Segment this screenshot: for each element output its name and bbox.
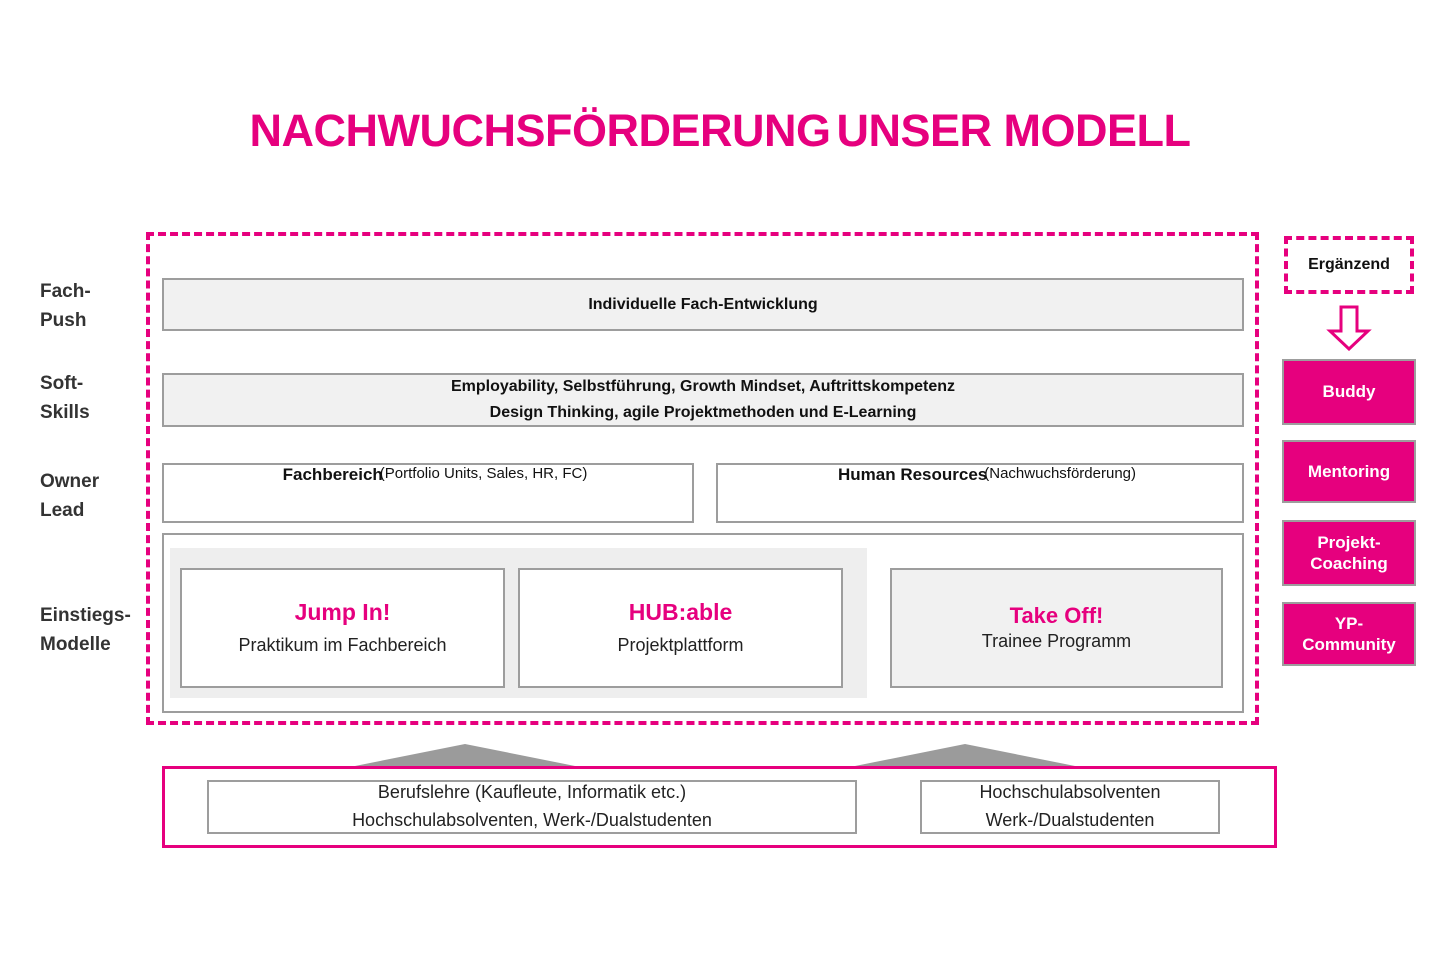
model-card-take-off-title: Take Off! <box>1009 603 1104 628</box>
target-group-left-line1: Berufslehre (Kaufleute, Informatik etc.) <box>377 782 687 803</box>
connector-triangle-left-icon <box>355 744 575 766</box>
row-label-einstiegs-modelle-line1: Einstiegs- <box>40 605 131 626</box>
connector-triangle-right-icon <box>855 744 1075 766</box>
row-label-soft-skills-line1: Soft- <box>40 373 84 394</box>
model-card-jump-in-subtitle: Praktikum im Fachbereich <box>238 635 447 655</box>
supplement-item-projekt-coaching-line1: Projekt- <box>1317 532 1381 552</box>
supplement-item-mentoring[interactable]: Mentoring <box>1282 440 1416 503</box>
row-label-owner-lead-line2: Lead <box>40 500 85 522</box>
model-card-jump-in[interactable]: Jump In! Praktikum im Fachbereich <box>180 568 505 688</box>
row-label-einstiegs-modelle-line2: Modelle <box>40 634 111 656</box>
model-card-take-off-subtitle: Trainee Programm <box>981 631 1132 652</box>
supplement-item-yp-community[interactable]: YP- Community <box>1282 602 1416 666</box>
erganzend-label: Ergänzend <box>1308 256 1390 273</box>
owner-lead-fachbereich-title: Fachbereich <box>282 465 383 484</box>
supplement-item-buddy-line1: Buddy <box>1322 382 1376 402</box>
model-card-take-off[interactable]: Take Off! Trainee Programm <box>890 568 1223 688</box>
soft-skills-box: Employability, Selbstführung, Growth Min… <box>162 373 1244 427</box>
model-card-jump-in-title: Jump In! <box>294 599 391 626</box>
fach-push-box: Individuelle Fach-Entwicklung <box>162 278 1244 331</box>
target-group-box-left: Berufslehre (Kaufleute, Informatik etc.)… <box>207 780 857 834</box>
page-title-part1: NACHWUCHSFÖRDERUNG <box>249 105 831 156</box>
soft-skills-line1: Employability, Selbstführung, Growth Min… <box>450 377 955 395</box>
main-model-frame <box>146 232 1259 725</box>
model-card-hub-able-title: HUB:able <box>628 599 733 626</box>
soft-skills-line2: Design Thinking, agile Projektmethoden u… <box>489 404 917 421</box>
owner-lead-human-resources-box: Human Resources (Nachwuchsförderung) <box>716 463 1244 523</box>
supplement-item-yp-community-line2: Community <box>1302 635 1396 654</box>
target-group-left-line2: Hochschulabsolventen, Werk-/Dualstudente… <box>352 810 712 830</box>
supplement-item-yp-community-line1: YP- <box>1334 613 1364 633</box>
row-label-soft-skills-line2: Skills <box>40 402 90 424</box>
row-label-einstiegs-modelle: Einstiegs- Modelle <box>40 601 155 660</box>
row-label-fach-push-line2: Push <box>40 310 87 332</box>
row-label-fach-push-line1: Fach- <box>40 281 91 302</box>
target-group-right-line2: Werk-/Dualstudenten <box>985 810 1155 830</box>
row-label-owner-lead: Owner Lead <box>40 467 155 526</box>
supplement-item-mentoring-line1: Mentoring <box>1307 461 1391 481</box>
arrow-down-icon <box>1326 305 1372 351</box>
owner-lead-human-resources-detail: (Nachwuchsförderung) <box>984 465 1137 482</box>
fach-push-text: Individuelle Fach-Entwicklung <box>588 295 818 313</box>
target-group-right-line1: Hochschulabsolventen <box>979 782 1161 803</box>
supplement-item-buddy[interactable]: Buddy <box>1282 359 1416 425</box>
model-card-hub-able[interactable]: HUB:able Projektplattform <box>518 568 843 688</box>
erganzend-header-box: Ergänzend <box>1284 236 1414 294</box>
supplement-item-projekt-coaching[interactable]: Projekt- Coaching <box>1282 520 1416 586</box>
row-label-soft-skills: Soft- Skills <box>40 369 155 428</box>
supplement-item-projekt-coaching-line2: Coaching <box>1310 554 1388 573</box>
target-group-box-right: Hochschulabsolventen Werk-/Dualstudenten <box>920 780 1220 834</box>
page-title-part2: UNSER MODELL <box>836 105 1191 156</box>
row-label-fach-push: Fach- Push <box>40 277 155 336</box>
row-label-owner-lead-line1: Owner <box>40 471 100 492</box>
owner-lead-human-resources-title: Human Resources <box>837 465 988 484</box>
owner-lead-fachbereich-box: Fachbereich (Portfolio Units, Sales, HR,… <box>162 463 694 523</box>
owner-lead-fachbereich-detail: (Portfolio Units, Sales, HR, FC) <box>379 465 588 482</box>
model-card-hub-able-subtitle: Projektplattform <box>617 635 744 655</box>
